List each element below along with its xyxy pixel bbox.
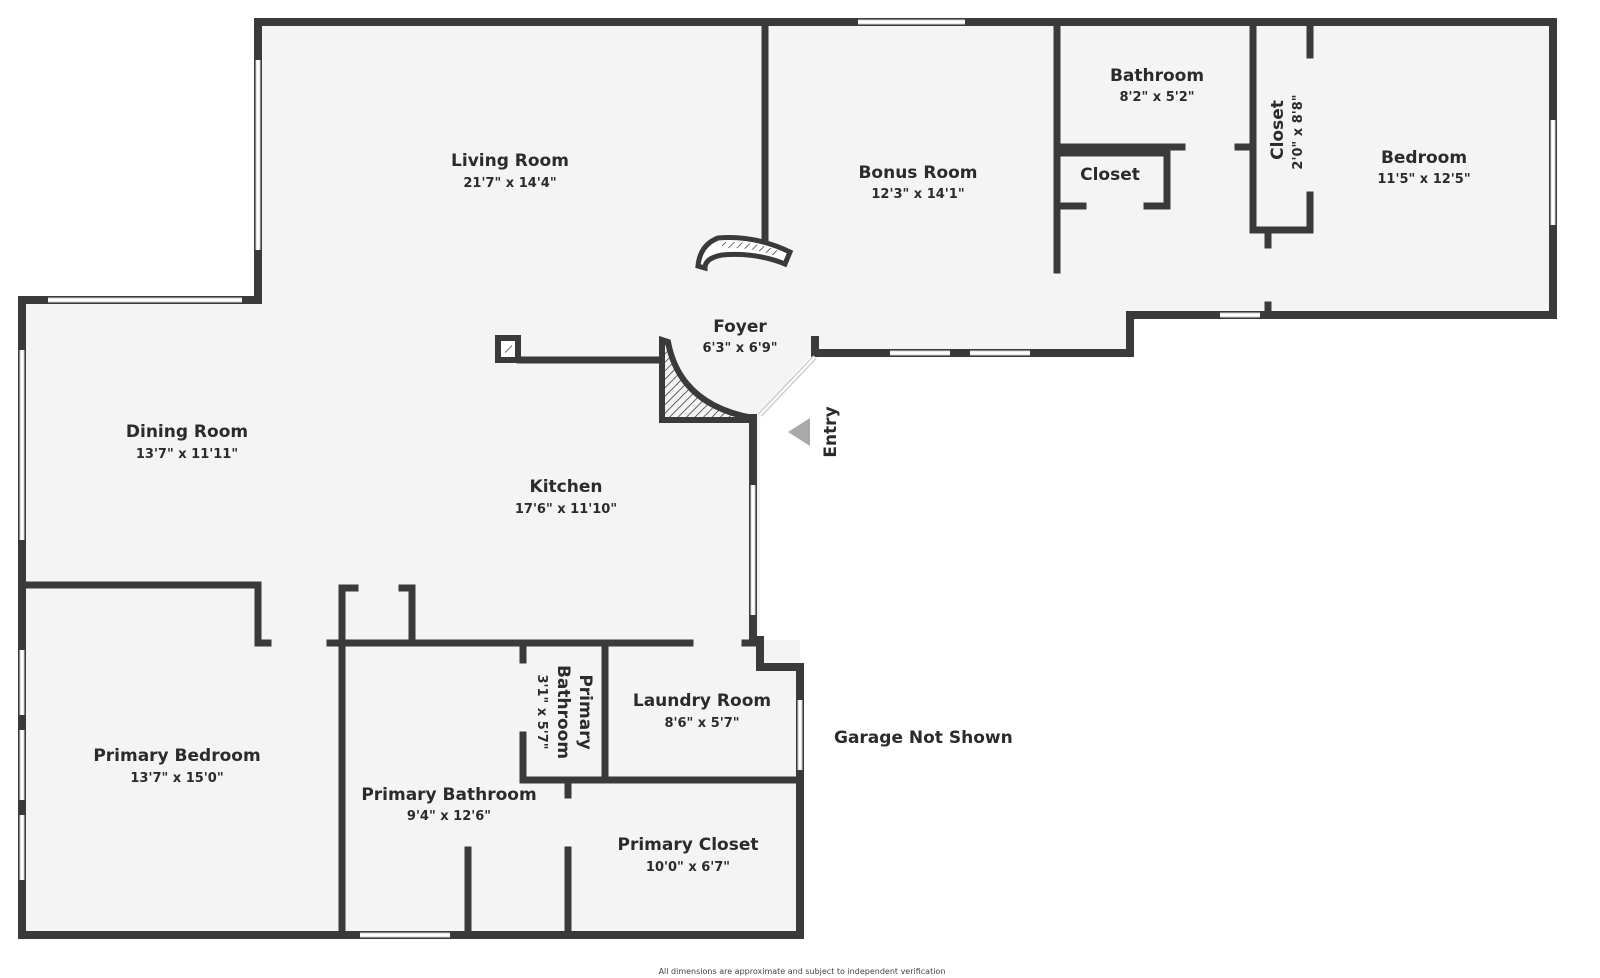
primary-closet-dims: 10'0" x 6'7"	[646, 860, 730, 875]
primary-closet-label: Primary Closet	[618, 835, 759, 855]
interior-walls	[18, 18, 1314, 939]
kitchen-dims: 17'6" x 11'10"	[515, 502, 617, 517]
bedroom-dims: 11'5" x 12'5"	[1377, 172, 1470, 187]
closet-vertical-label: Closet	[1268, 100, 1288, 160]
foyer-dims: 6'3" x 6'9"	[702, 341, 777, 356]
primary-bathroom-dims: 9'4" x 12'6"	[407, 809, 491, 824]
bathroom-dims: 8'2" x 5'2"	[1119, 90, 1194, 105]
entry-arrow-icon	[788, 418, 810, 446]
fireplace	[695, 235, 794, 272]
primary-half-bath-label-line2: Bathroom	[553, 665, 573, 759]
primary-half-bath-dims: 3'1" x 5'7"	[534, 674, 549, 749]
laundry-room-label: Laundry Room	[633, 691, 771, 711]
floor-area	[22, 22, 1553, 935]
foyer-curve	[659, 335, 756, 423]
laundry-room-dims: 8'6" x 5'7"	[664, 716, 739, 731]
closet-label: Closet	[1080, 165, 1140, 185]
primary-bedroom-label: Primary Bedroom	[93, 746, 260, 766]
living-room-dims: 21'7" x 14'4"	[463, 176, 556, 191]
disclaimer: All dimensions are approximate and subje…	[659, 967, 946, 976]
kitchen-label: Kitchen	[530, 477, 603, 497]
dining-room-dims: 13'7" x 11'11"	[136, 447, 238, 462]
foyer-label: Foyer	[713, 317, 767, 337]
windows	[19, 19, 1556, 938]
bedroom-label: Bedroom	[1381, 148, 1467, 168]
primary-bedroom-dims: 13'7" x 15'0"	[130, 771, 223, 786]
bonus-room-dims: 12'3" x 14'1"	[871, 187, 964, 202]
dining-room-label: Dining Room	[126, 422, 248, 442]
living-room-label: Living Room	[451, 151, 569, 171]
closet-vertical-dims: 2'0" x 8'8"	[1291, 94, 1306, 169]
primary-bathroom-label: Primary Bathroom	[361, 785, 536, 805]
bathroom-label: Bathroom	[1110, 66, 1204, 86]
primary-half-bath-label-line1: Primary	[575, 674, 595, 749]
room-labels: Living Room 21'7" x 14'4" Bonus Room 12'…	[93, 66, 1470, 976]
bonus-room-label: Bonus Room	[858, 163, 977, 183]
entry-label: Entry	[821, 406, 841, 457]
exterior-wall	[254, 18, 1557, 357]
garage-note: Garage Not Shown	[834, 728, 1013, 748]
